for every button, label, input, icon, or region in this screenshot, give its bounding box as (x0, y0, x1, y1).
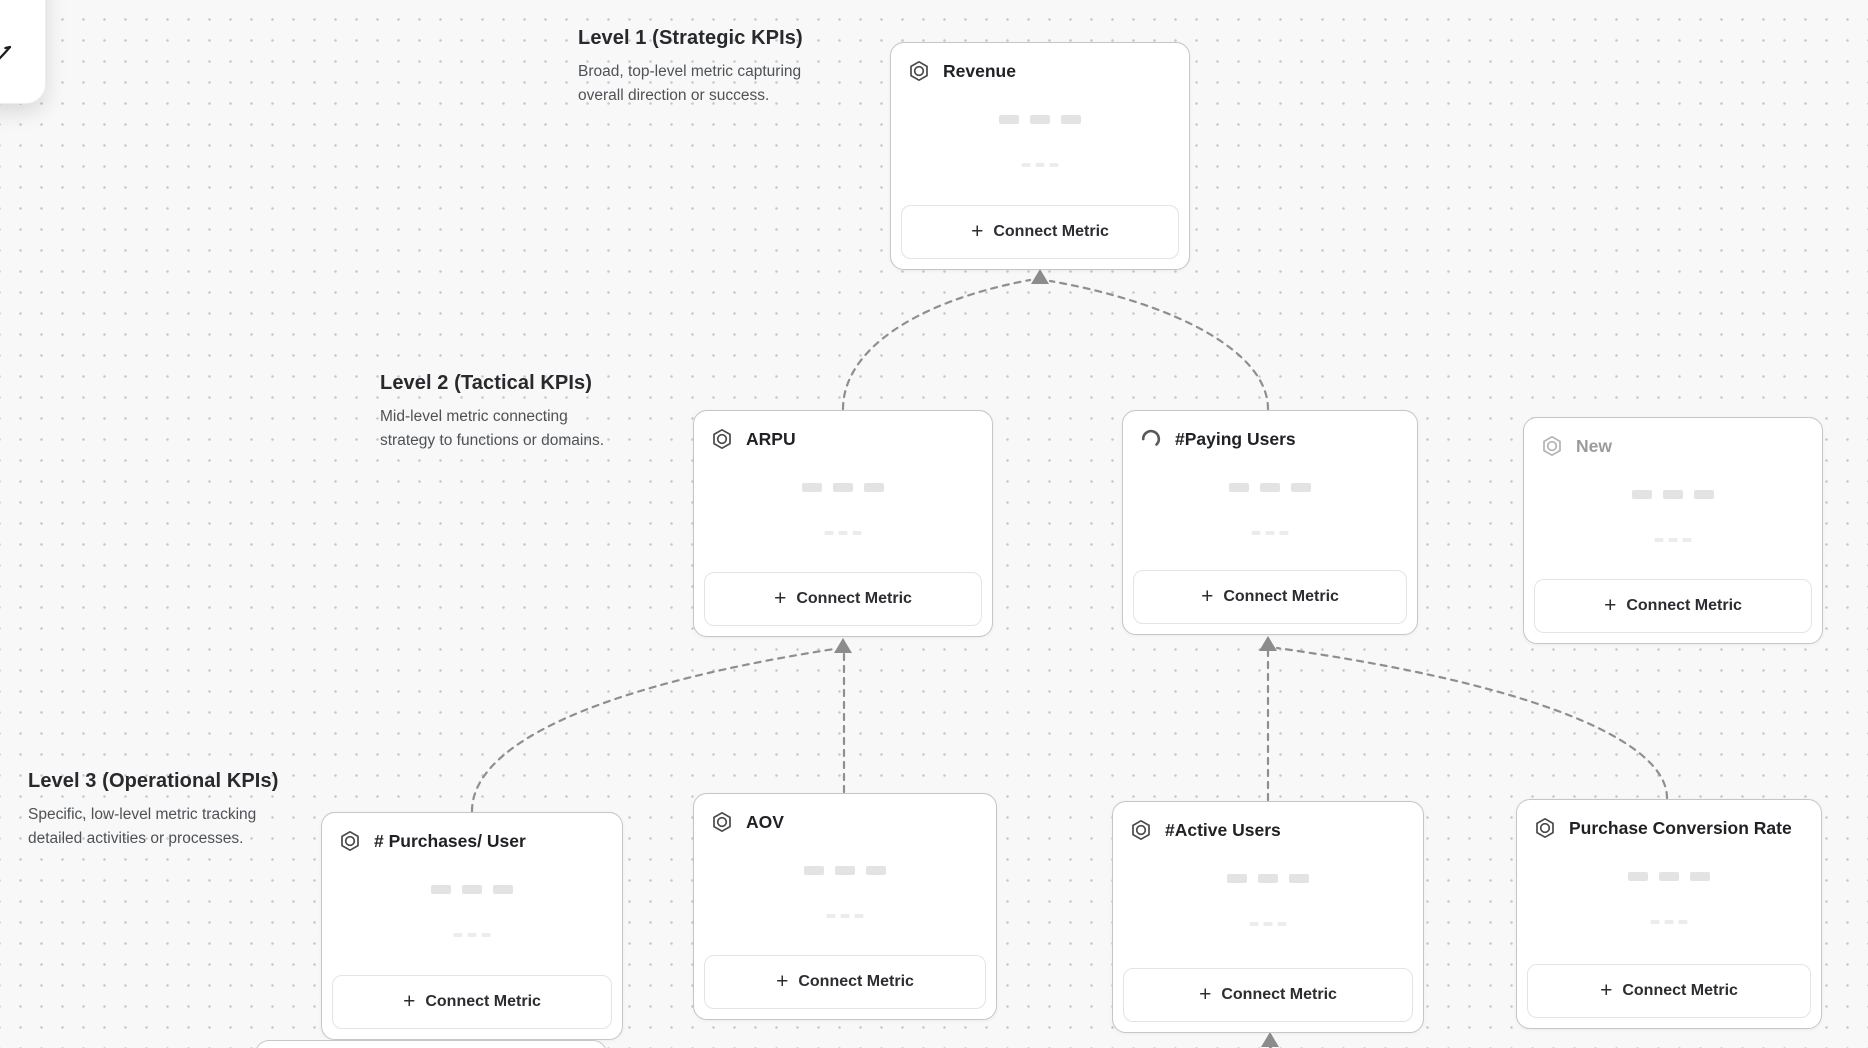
card-header: ARPU (694, 411, 992, 450)
metric-card-active-users[interactable]: #Active Users + Connect Metric (1112, 801, 1424, 1033)
chart-skeleton-row (1632, 490, 1714, 499)
hexagon-metric-icon (1543, 435, 1561, 457)
arrowhead-into-payingusers (1259, 636, 1277, 651)
chart-skeleton-row (802, 483, 884, 492)
hexagon-metric-icon (1132, 819, 1150, 841)
plus-icon: + (776, 969, 789, 993)
connect-metric-label: Connect Metric (993, 223, 1109, 240)
metric-card-title: #Active Users (1165, 819, 1281, 840)
card-header: AOV (694, 794, 996, 833)
connect-metric-button[interactable]: + Connect Metric (704, 572, 982, 626)
metric-card-title: #Paying Users (1175, 428, 1296, 449)
metric-card-arpu[interactable]: ARPU + Connect Metric (693, 410, 993, 637)
chart-skeleton-row-small (824, 531, 862, 535)
metric-card-title: Purchase Conversion Rate (1569, 817, 1792, 838)
level-2-label: Level 2 (Tactical KPIs) Mid-level metric… (380, 372, 604, 453)
chart-skeleton-row (804, 866, 886, 875)
plus-icon: + (971, 219, 984, 243)
chart-skeleton-row-small (1249, 922, 1287, 926)
level-3-title: Level 3 (Operational KPIs) (28, 770, 279, 792)
connect-metric-button[interactable]: + Connect Metric (1123, 968, 1413, 1022)
chart-skeleton-row (1227, 874, 1309, 883)
card-header: Purchase Conversion Rate (1517, 800, 1821, 839)
connect-metric-label: Connect Metric (1622, 982, 1738, 999)
metric-card-paying-users[interactable]: #Paying Users + Connect Metric (1122, 410, 1418, 635)
card-header: #Active Users (1113, 802, 1423, 841)
plus-icon: + (1604, 593, 1617, 617)
card-header: Revenue (891, 43, 1189, 82)
plus-icon: + (1199, 982, 1212, 1006)
edge-arpu-to-revenue (841, 278, 1032, 411)
plus-icon: + (403, 989, 416, 1013)
edge-purchases-to-arpu (470, 647, 836, 813)
connect-metric-button[interactable]: + Connect Metric (704, 955, 986, 1009)
plus-icon: + (1201, 584, 1214, 608)
hexagon-metric-icon (341, 830, 359, 852)
chart-skeleton-row-small (1251, 531, 1289, 535)
metric-card-title: ARPU (746, 428, 796, 449)
connect-metric-button[interactable]: + Connect Metric (332, 975, 612, 1029)
chart-skeleton-row-small (1654, 538, 1692, 542)
cursor-icon (0, 45, 12, 60)
edge-payingusers-to-revenue (1048, 279, 1270, 411)
chart-skeleton-row-small (1021, 163, 1059, 167)
arrowhead-into-activeusers (1261, 1032, 1279, 1047)
level-3-label: Level 3 (Operational KPIs) Specific, low… (28, 770, 278, 851)
connect-metric-button[interactable]: + Connect Metric (901, 205, 1179, 259)
metric-card-purchases-per-user[interactable]: # Purchases/ User + Connect Metric (321, 812, 623, 1040)
connect-metric-label: Connect Metric (425, 993, 541, 1010)
hexagon-metric-icon (1536, 817, 1554, 839)
chart-skeleton-row (999, 115, 1081, 124)
chart-skeleton-row-small (453, 933, 491, 937)
chart-skeleton-row (1628, 872, 1710, 881)
level-2-description: Mid-level metric connecting strategy to … (380, 408, 605, 450)
level-2-title: Level 2 (Tactical KPIs) (380, 372, 593, 394)
arrowhead-into-arpu (834, 638, 852, 653)
metric-card-new[interactable]: New + Connect Metric (1523, 417, 1823, 644)
card-header: New (1524, 418, 1822, 457)
chart-skeleton-row-small (826, 914, 864, 918)
floating-toolbar-partial[interactable] (0, 0, 46, 104)
level-1-title: Level 1 (Strategic KPIs) (578, 27, 803, 49)
connect-metric-label: Connect Metric (1223, 588, 1339, 605)
metric-card-aov[interactable]: AOV + Connect Metric (693, 793, 997, 1020)
connect-metric-button[interactable]: + Connect Metric (1527, 964, 1811, 1018)
metric-card-title: # Purchases/ User (374, 830, 526, 851)
connect-metric-label: Connect Metric (798, 973, 914, 990)
chart-skeleton-row (1229, 483, 1311, 492)
connect-metric-button[interactable]: + Connect Metric (1133, 570, 1407, 624)
plus-icon: + (1600, 978, 1613, 1002)
chart-skeleton-row (431, 885, 513, 894)
connect-metric-label: Connect Metric (1626, 597, 1742, 614)
level-3-description: Specific, low-level metric tracking deta… (28, 806, 257, 848)
chart-skeleton-row-small (1650, 920, 1688, 924)
metric-card-title: New (1576, 435, 1612, 456)
metric-card-title: Revenue (943, 60, 1016, 81)
hexagon-metric-icon (910, 60, 928, 82)
spinner-icon (1141, 429, 1161, 446)
metric-card-partial-offscreen[interactable] (255, 1040, 607, 1048)
connect-metric-label: Connect Metric (1221, 986, 1337, 1003)
edge-offscreen-to-activeusers (1267, 1040, 1273, 1048)
card-header: # Purchases/ User (322, 813, 622, 852)
hexagon-metric-icon (713, 811, 731, 833)
connect-metric-button[interactable]: + Connect Metric (1534, 579, 1812, 633)
level-1-description: Broad, top-level metric capturing overal… (578, 63, 802, 105)
connect-metric-label: Connect Metric (796, 590, 912, 607)
metric-card-revenue[interactable]: Revenue + Connect Metric (890, 42, 1190, 270)
arrowhead-into-revenue (1031, 269, 1049, 284)
metric-card-title: AOV (746, 811, 784, 832)
level-1-label: Level 1 (Strategic KPIs) Broad, top-leve… (578, 27, 803, 108)
metric-card-purchase-conversion-rate[interactable]: Purchase Conversion Rate + Connect Metri… (1516, 799, 1822, 1029)
card-header: #Paying Users (1123, 411, 1417, 450)
edge-pcr-to-payingusers (1275, 646, 1669, 800)
plus-icon: + (774, 586, 787, 610)
hexagon-metric-icon (713, 428, 731, 450)
